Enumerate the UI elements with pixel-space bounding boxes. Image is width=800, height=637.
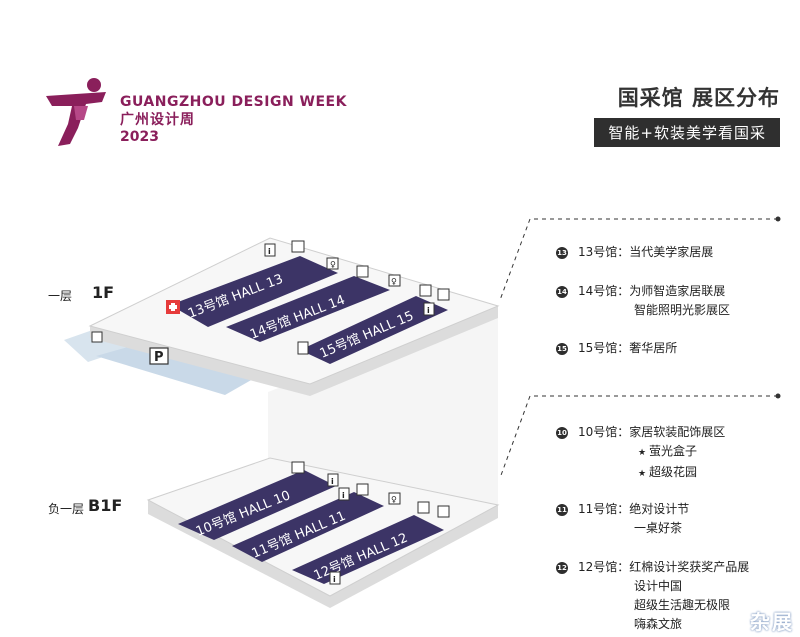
legend-hall-13-text: 13号馆：当代美学家居展 — [578, 245, 714, 259]
page-title: 国采馆 展区分布 — [617, 86, 780, 110]
legend-hall-10-text: 10号馆：家居软装配饰展区 — [578, 425, 726, 439]
gdw-logo-icon — [46, 78, 106, 146]
info-icon-5: i — [333, 575, 336, 584]
hall-14-badge: 14 — [556, 285, 568, 298]
legend-hall-14-line2: 智能照明光影展区 — [634, 303, 731, 317]
parking-label: P — [154, 350, 164, 365]
floor-label-1f: 一层 — [48, 289, 73, 303]
hall-15-block — [300, 296, 448, 364]
floor-code-1f: 1F — [92, 283, 115, 302]
legend-hall-10-item-1: 萤光盒子 — [556, 442, 725, 463]
hall-10-block — [178, 470, 336, 540]
restroom-icon-2: ♀ — [391, 277, 397, 286]
legend-hall-15: 15 15号馆：奢华居所 — [556, 339, 677, 358]
floor-code-b1f: B1F — [88, 496, 123, 515]
logo-text: GUANGZHOU DESIGN WEEK 广州设计周 2023 — [120, 94, 347, 147]
hall-13-block — [170, 256, 338, 327]
hall-14-block — [226, 276, 390, 342]
hall-12-block — [292, 515, 444, 584]
legend-hall-14: 14 14号馆：为师智造家居联展 智能照明光影展区 — [556, 282, 730, 320]
title-block: 国采馆 展区分布 智能+软装美学看国采 — [594, 82, 780, 147]
facility-icons — [91, 240, 450, 585]
legend-connectors — [499, 218, 778, 479]
page-subtitle: 智能+软装美学看国采 — [594, 118, 780, 147]
hall-11-badge: 11 — [556, 503, 568, 516]
legend-hall-12-text: 12号馆：红棉设计奖获奖产品展 — [578, 560, 750, 574]
hall-13-badge: 13 — [556, 246, 568, 259]
first-aid-icon — [166, 300, 180, 314]
logo-line-en: GUANGZHOU DESIGN WEEK — [120, 94, 347, 110]
info-icon-1: i — [268, 247, 271, 256]
info-icon-2: i — [427, 306, 430, 315]
info-icon-3: i — [331, 477, 334, 486]
hall-11-block — [232, 492, 384, 562]
legend-hall-10: 10 10号馆：家居软装配饰展区 萤光盒子 超级花园 — [556, 423, 725, 484]
hall-10-badge: 10 — [556, 426, 568, 439]
hall-12-badge: 12 — [556, 561, 568, 574]
legend-hall-11-line2: 一桌好茶 — [634, 521, 683, 535]
floor-label-b1f: 负一层 — [48, 502, 85, 516]
legend-hall-14-text: 14号馆：为师智造家居联展 — [578, 284, 726, 298]
legend-hall-15-text: 15号馆：奢华居所 — [578, 341, 678, 355]
restroom-icon-3: ♀ — [391, 495, 397, 504]
parking-icon — [149, 347, 169, 365]
legend-hall-12: 12 12号馆：红棉设计奖获奖产品展 设计中国 超级生活趣无极限 嗨森文旅 — [556, 558, 749, 634]
watermark: 杂展 — [750, 610, 794, 634]
legend-hall-11-text: 11号馆：绝对设计节 — [578, 502, 690, 516]
restroom-icon-1: ♀ — [330, 260, 336, 269]
info-icon-4: i — [342, 491, 345, 500]
legend-hall-12-line2: 设计中国 — [634, 579, 683, 593]
legend-hall-10-item-2: 超级花园 — [556, 463, 725, 484]
parking-area — [96, 338, 260, 395]
legend-hall-13: 13 13号馆：当代美学家居展 — [556, 243, 713, 262]
hall-15-badge: 15 — [556, 342, 568, 355]
legend-hall-12-line3: 超级生活趣无极限 — [634, 598, 731, 612]
legend-hall-11: 11 11号馆：绝对设计节 一桌好茶 — [556, 500, 689, 538]
logo-line-year: 2023 — [120, 129, 159, 145]
legend-hall-12-line4: 嗨森文旅 — [634, 617, 683, 631]
logo-line-cn: 广州设计周 — [120, 111, 195, 128]
